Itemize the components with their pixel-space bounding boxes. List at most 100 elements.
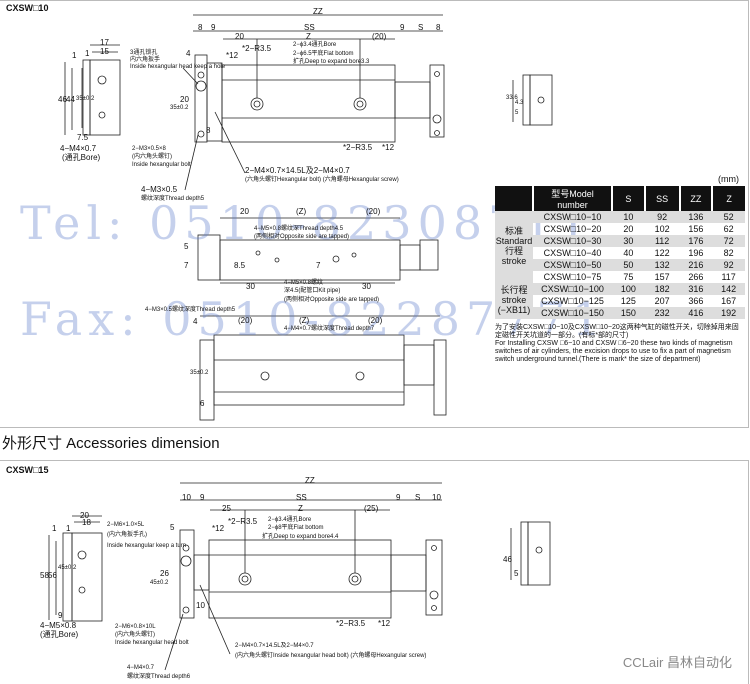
b-dim-25: 25 [222, 504, 231, 513]
group-label: 标准 [504, 226, 523, 237]
b-dim-20: 20 [80, 511, 89, 520]
note-bore-1: 2−ϕ3.4通孔Bore [293, 42, 337, 48]
cell-zz: 176 [679, 235, 713, 247]
mid-note-m3: 4−M3×0.5螺纹深度Thread depth5 [145, 307, 236, 313]
cell-z: 92 [712, 259, 745, 271]
note-m4-bore: (通孔Bore) [62, 153, 101, 162]
mid-dim-20: 20 [240, 207, 249, 216]
note-m4: 4−M4×0.7 [60, 144, 97, 153]
group-label: Standard [495, 236, 533, 247]
b-dim-r12a: *12 [212, 524, 225, 533]
side-bracket-cxsw10 [512, 74, 553, 126]
b-note-hexkey-3: Inside hexangular keep a turn [107, 543, 187, 549]
header-z: Z [711, 186, 745, 211]
mid-dim-35: 35±0.2 [190, 370, 209, 376]
cell-ss: 157 [654, 272, 670, 282]
note-hexkey-2: 内六角扳手 [130, 57, 161, 63]
b-note-m4-b: 螺纹深度Thread depth6 [127, 674, 191, 680]
model-label-cxsw15: CXSW□15 [6, 465, 49, 475]
cell-z: 167 [721, 296, 737, 306]
b-dim-ss: SS [296, 493, 307, 502]
note-hexkey-3: Inside hexangular head keep a hole [130, 64, 226, 70]
cell-model: CXSW□10−75 [543, 272, 602, 282]
note-bolt-1: 2−M4×0.7×14.5L及2−M4×0.7 [245, 166, 350, 175]
b-note-m6-c: Inside hexangular head bolt [115, 640, 189, 646]
dim-9: 9 [211, 23, 216, 32]
mid-dim-4: 4 [193, 317, 198, 326]
note-hexkey-1: 3通孔锁孔 [130, 50, 158, 56]
note-m3-c: Inside hexangular bolt [132, 162, 191, 168]
dim-17: 17 [100, 38, 109, 47]
mid-note-m5-b: (两侧相对Opposite side are tapped) [254, 234, 350, 240]
cell-s: 40 [623, 248, 634, 258]
mid-dim-7a: 7 [184, 261, 189, 270]
dim-44: 44 [66, 95, 75, 104]
b-dim-s: S [415, 493, 421, 502]
cell-zz: 366 [688, 296, 704, 306]
dim-s: S [418, 23, 424, 32]
note-bore-3: 扩孔Deep to expand bore3.3 [293, 59, 370, 65]
note-bolt-2: (六角头螺钉Hexangular bolt) (六角螺母Hexangular s… [245, 177, 399, 183]
mid-note-m5-a: 4−M5×0.8螺纹深Thread depth4.5 [254, 226, 344, 232]
mid-dim-z: (Z) [296, 207, 307, 216]
mid-view-top [197, 217, 439, 284]
dim-7-5: 7.5 [77, 133, 89, 142]
note-m3-b: (内六角头螺钉) [132, 154, 172, 160]
cell-s: 30 [612, 235, 645, 247]
b-dim-10a: 10 [182, 493, 191, 502]
b-dim-26: 26 [160, 569, 169, 578]
cell-ss: 92 [644, 211, 680, 223]
cell-ss: 232 [644, 307, 680, 319]
dim-r12a: *12 [226, 51, 239, 60]
note-bore-2: 2−ϕ6.5平底Flat bottom [293, 51, 354, 57]
cell-ss: 132 [644, 259, 680, 271]
b-dim-9a: 9 [200, 493, 205, 502]
table-header-row: 型号Model number S SS ZZ Z [495, 186, 745, 211]
b-dim-10b: 10 [432, 493, 441, 502]
cell-s: 75 [623, 272, 634, 282]
cell-zz: 196 [688, 248, 704, 258]
table-note: 为了安装CXSW□10−10及CXSW□10−20这两种气缸的磁性开关，切除掉用… [495, 324, 745, 364]
cell-ss: 207 [654, 296, 670, 306]
cell-model: CXSW□10−20 [543, 224, 602, 234]
side-bracket-cxsw15 [510, 521, 551, 586]
dim-9b: 9 [400, 23, 405, 32]
mid-dim-30b: 30 [362, 282, 371, 291]
b-dim-z: Z [298, 504, 303, 513]
model-label-cxsw10: CXSW□10 [6, 3, 49, 13]
b-dim-45b: 45±0.2 [150, 580, 169, 586]
cell-zz: 416 [679, 307, 713, 319]
cell-s: 100 [612, 283, 645, 295]
dim-20v: 20 [180, 95, 189, 104]
b-dim-9b: 9 [396, 493, 401, 502]
cell-zz: 156 [688, 224, 704, 234]
b-note-m6-b: (内六角头螺钉) [115, 632, 155, 638]
b-note-m6-a: 2−M6×0.8×10L [115, 624, 156, 630]
b-dim-r12b: *12 [378, 619, 391, 628]
b-dim-r35b: *2−R3.5 [336, 619, 366, 628]
group-label: stroke [501, 295, 527, 306]
dim-8: 8 [198, 23, 203, 32]
dim-r35a: *2−R3.5 [242, 44, 272, 53]
cell-z: 142 [712, 283, 745, 295]
section-heading: 外形尺寸 Accessories dimension [2, 435, 220, 452]
group-label: (−XB11) [497, 304, 531, 315]
mid-dim-20p2: (20) [238, 316, 253, 325]
cell-ss: 122 [654, 248, 670, 258]
b-note-hexkey-2: (内六角扳手孔) [107, 532, 147, 538]
mid-view-bottom [199, 315, 447, 421]
cell-s: 20 [623, 224, 634, 234]
mid-dim-6: 6 [200, 399, 205, 408]
dim-1a: 1 [72, 51, 77, 60]
cell-s: 50 [612, 259, 645, 271]
note-m3-a: 2−M3×0.5×8 [132, 146, 166, 152]
dim-zz: ZZ [313, 7, 323, 16]
mid-dim-z2: (Z) [299, 316, 310, 325]
dim-ss: SS [304, 23, 315, 32]
dim-4-3: 4.3 [515, 100, 524, 106]
